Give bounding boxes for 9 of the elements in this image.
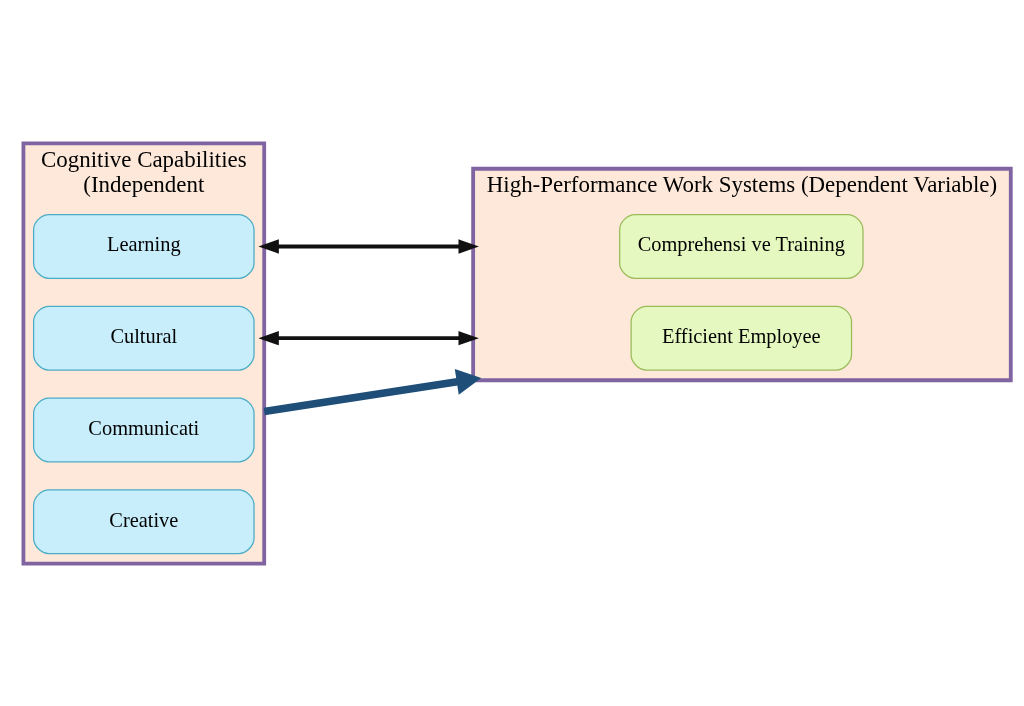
node-box: Comprehensi ve Training [619,213,864,279]
node-box: Cultural [32,305,255,371]
node-box: Creative [32,488,255,554]
node-box: Communicati [32,396,255,462]
arrow [258,238,479,254]
arrow [263,368,482,415]
arrow [258,330,479,345]
node-box: Efficient Employee [630,305,853,371]
node-box: Learning [32,213,255,279]
